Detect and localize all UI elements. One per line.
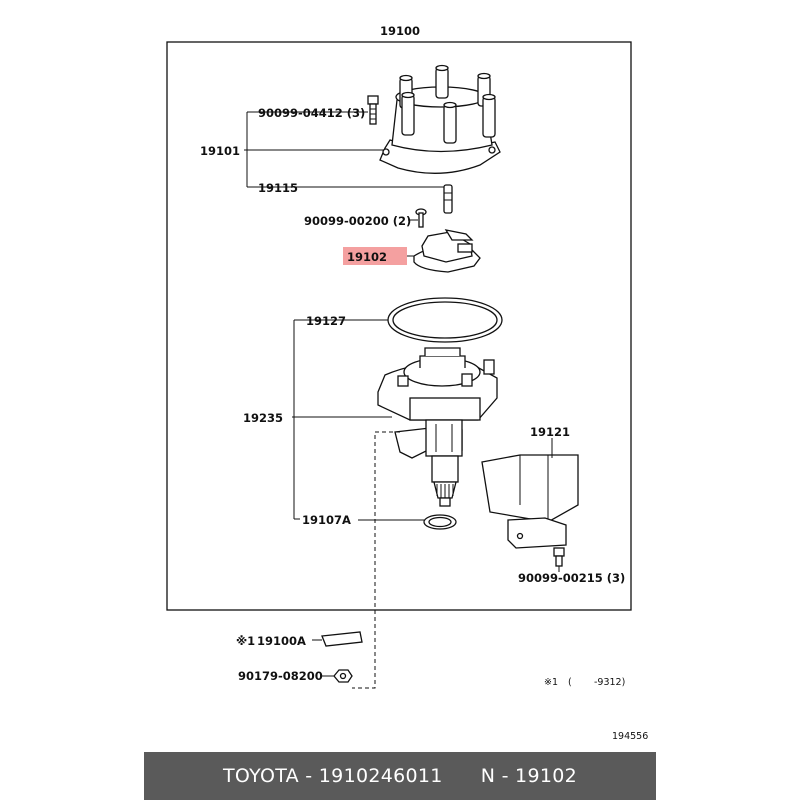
label-19102[interactable]: 19102 — [347, 250, 387, 264]
footer-text: TOYOTA - 1910246011 N - 19102 — [222, 765, 578, 787]
label-90179-08200[interactable]: 90179-08200 — [238, 669, 323, 683]
terminal-part[interactable] — [443, 184, 453, 214]
label-19115[interactable]: 19115 — [258, 181, 298, 195]
label-90099-04412[interactable]: 90099-04412 (3) — [258, 106, 365, 120]
dashed-install-line — [352, 431, 400, 689]
label-19100[interactable]: 19100 — [380, 24, 420, 38]
label-mark-19100a: ※1 — [236, 634, 255, 648]
rotor-screw[interactable] — [415, 208, 427, 228]
cap-bolt[interactable] — [367, 95, 379, 125]
distributor-cover[interactable] — [481, 454, 579, 549]
label-90099-00200[interactable]: 90099-00200 (2) — [304, 214, 411, 228]
diagram-id: 194556 — [612, 731, 648, 742]
label-90099-00215[interactable]: 90099-00215 (3) — [518, 571, 625, 585]
nut[interactable] — [333, 669, 353, 683]
distributor-cap[interactable] — [379, 64, 501, 174]
label-19101[interactable]: 19101 — [200, 144, 240, 158]
label-19121[interactable]: 19121 — [530, 425, 570, 439]
leader-lines — [244, 111, 560, 677]
label-19102-highlight — [343, 247, 407, 265]
gasket[interactable] — [423, 514, 457, 530]
label-plate[interactable] — [321, 631, 363, 647]
label-19100a[interactable]: 19100A — [257, 634, 306, 648]
cover-bolt[interactable] — [553, 547, 565, 567]
footer-bar: TOYOTA - 1910246011 N - 19102 — [144, 752, 656, 800]
note-mark: ※1 — [544, 677, 558, 688]
o-ring[interactable] — [387, 297, 503, 343]
label-19235[interactable]: 19235 — [243, 411, 283, 425]
assembly-frame — [166, 41, 632, 611]
label-19107a[interactable]: 19107A — [302, 513, 351, 527]
distributor-housing[interactable] — [377, 347, 498, 507]
label-19127[interactable]: 19127 — [306, 314, 346, 328]
distributor-rotor[interactable] — [413, 229, 481, 273]
note-open-paren: ( — [568, 677, 572, 688]
note-range: -9312) — [594, 677, 625, 688]
